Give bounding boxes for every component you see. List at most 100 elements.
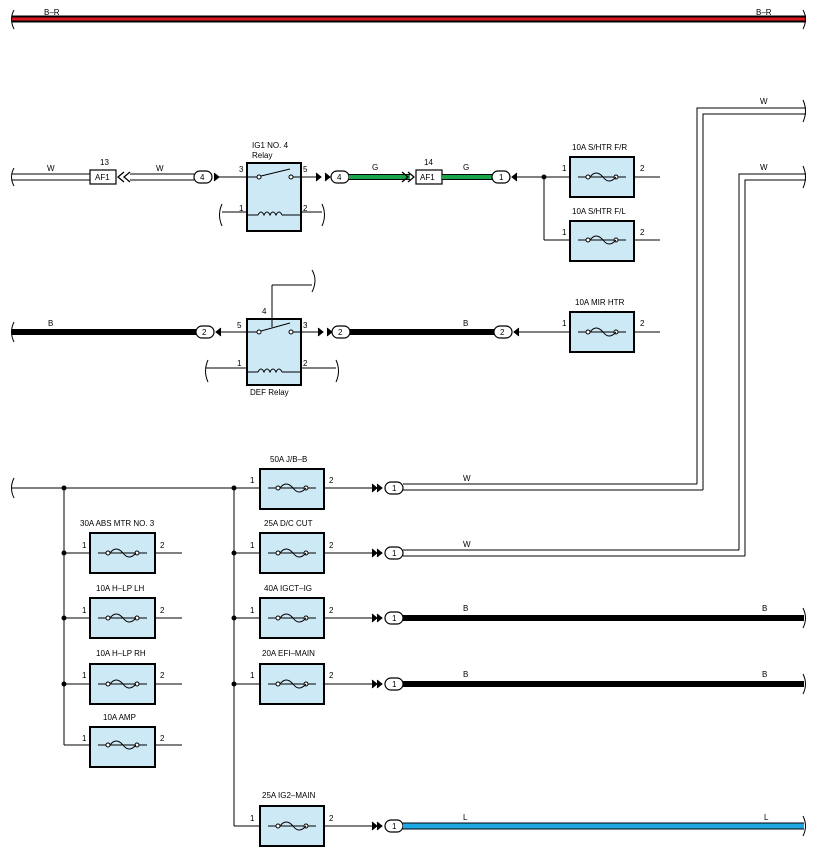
fuse-hlp-lh-label: 10A H–LP LH: [96, 584, 145, 593]
fuse-igct-ig-p1: 1: [250, 606, 255, 615]
def-relay-pin1: 1: [237, 359, 242, 368]
fuse-ig2-main-p2: 2: [329, 814, 334, 823]
pin-2-def-right-label: 2: [500, 328, 505, 337]
ig1-relay: [246, 162, 302, 232]
fuse-mir-htr-p2: 2: [640, 319, 645, 328]
fuse-igct-ig-label: 40A IGCT–IG: [264, 584, 312, 593]
fuse-amp-p2: 2: [160, 734, 165, 743]
fuse-jb-b-p1: 1: [250, 476, 255, 485]
fuse-shtr-fl-p2: 2: [640, 228, 645, 237]
fuse-hlp-rh-p1: 1: [82, 671, 87, 680]
fuse-dc-cut-p1: 1: [250, 541, 255, 550]
fuse-abs-mtr-p1: 1: [82, 541, 87, 550]
pin-2-def-left-label: 2: [202, 328, 207, 337]
fuse-efi-main-group: 20A EFI–MAIN 1 2 1 B B: [231, 649, 806, 705]
wire-label-w-tr1: W: [760, 97, 768, 106]
pin-1-igct-label: 1: [392, 614, 397, 623]
wire-label-b-igct: B: [463, 604, 468, 613]
pin-1-jb: [384, 481, 404, 495]
ig1-relay-title: IG1 NO. 4: [252, 141, 289, 150]
fuse-efi-main-p1: 1: [250, 671, 255, 680]
fuse-efi-main-p2: 2: [329, 671, 334, 680]
fuse-igct-ig-group: 40A IGCT–IG 1 2 1 B B: [231, 584, 806, 639]
def-relay-pin4: 4: [262, 307, 267, 316]
ig1-circuit: W 13 AF1 W 4 IG1 NO. 4 Relay 3 5 1 2: [11, 141, 570, 241]
fuse-hlp-lh-p1: 1: [82, 606, 87, 615]
def-circuit: B 2 DEF Relay 4 5 3 1 2 2 B 2: [11, 269, 570, 397]
pin-2-def-mid-label: 2: [338, 328, 343, 337]
fuse-jb-b: [259, 468, 325, 510]
top-bus-br: B–R B–R: [11, 8, 806, 30]
ig1-relay-pin1: 1: [239, 204, 244, 213]
wire-label-w-dc: W: [463, 540, 471, 549]
fuse-dc-cut-p2: 2: [329, 541, 334, 550]
fuse-shtr-fr-p2: 2: [640, 164, 645, 173]
fuse-abs-mtr-p2: 2: [160, 541, 165, 550]
fuse-jb-b-group: 50A J/B–B 1 2 1 W: [250, 455, 703, 510]
fuse-abs-mtr-label: 30A ABS MTR NO. 3: [80, 519, 155, 528]
def-relay-pin2: 2: [303, 359, 308, 368]
wire-label-b-def-left: B: [48, 319, 53, 328]
fuse-dc-cut-label: 25A D/C CUT: [264, 519, 313, 528]
pin-1-ig2-label: 1: [392, 822, 397, 831]
connector-af1-13: [89, 169, 117, 185]
fuse-efi-main-label: 20A EFI–MAIN: [262, 649, 315, 658]
fuse-mir-htr-group: 10A MIR HTR 1 2: [562, 298, 660, 353]
def-relay: [246, 318, 302, 386]
af1-13-pin: 13: [100, 158, 109, 167]
fuse-mir-htr-p1: 1: [562, 319, 567, 328]
pin-1-ig1: [491, 170, 511, 184]
pin-1-efi-label: 1: [392, 680, 397, 689]
wire-label-w-in: W: [47, 164, 55, 173]
fuse-amp-label: 10A AMP: [103, 713, 136, 722]
pin-4-left: [193, 170, 213, 184]
pin-1-jb-label: 1: [392, 484, 397, 493]
wire-label-w-jb: W: [463, 474, 471, 483]
fuse-shtr-fl-label: 10A S/HTR F/L: [572, 207, 626, 216]
fuse-shtr-fr-label: 10A S/HTR F/R: [572, 143, 627, 152]
fuse-igct-ig-p2: 2: [329, 606, 334, 615]
wire-label-w-mid: W: [156, 164, 164, 173]
af1-13-name: AF1: [95, 173, 110, 182]
ig1-relay-pin3: 3: [239, 165, 244, 174]
fuse-hlp-lh-group: 10A H–LP LH 1 2: [61, 584, 182, 639]
wire-label-l-ig2-end: L: [764, 813, 769, 822]
fuse-dc-cut-group: 25A D/C CUT 1 2 1 W: [231, 519, 745, 574]
pin-2-def-left: [195, 325, 215, 339]
fuse-shtr-fr-group: 10A S/HTR F/R 1 2: [562, 143, 660, 198]
fuse-mir-htr-label: 10A MIR HTR: [575, 298, 625, 307]
pin-4-right-label: 4: [337, 173, 342, 182]
pin-1-dc-label: 1: [392, 549, 397, 558]
top-bus-left-label: B–R: [44, 8, 60, 17]
fuse-hlp-rh-label: 10A H–LP RH: [96, 649, 146, 658]
wire-label-b-efi: B: [463, 670, 468, 679]
fuse-ig2-main-label: 25A IG2–MAIN: [262, 791, 316, 800]
fuse-hlp-lh-p2: 2: [160, 606, 165, 615]
fuse-shtr-fr-p1: 1: [562, 164, 567, 173]
pin-4-left-label: 4: [200, 173, 205, 182]
def-relay-pin5: 5: [237, 321, 242, 330]
fuse-hlp-rh-group: 10A H–LP RH 1 2: [61, 649, 182, 705]
def-relay-pin3: 3: [303, 321, 308, 330]
af1-14-name: AF1: [420, 173, 435, 182]
ig1-relay-subtitle: Relay: [252, 151, 272, 160]
wire-label-w-tr2: W: [760, 163, 768, 172]
wire-label-b-def-mid: B: [463, 319, 468, 328]
wire-label-b-efi-end: B: [762, 670, 767, 679]
fuse-shtr-fl-p1: 1: [562, 228, 567, 237]
wire-label-g1: G: [372, 163, 378, 172]
wire-label-g2: G: [463, 163, 469, 172]
wire-label-l-ig2: L: [463, 813, 468, 822]
fuse-ig2-main-p1: 1: [250, 814, 255, 823]
ig1-relay-pin2: 2: [303, 204, 308, 213]
fuse-amp-p1: 1: [82, 734, 87, 743]
fuse-amp-group: 10A AMP 1 2: [64, 713, 182, 768]
fuse-ig2-main-group: 25A IG2–MAIN 1 2 1 L L: [234, 791, 806, 847]
fuse-jb-b-p2: 2: [329, 476, 334, 485]
pin-1-dc: [384, 546, 404, 560]
def-relay-title: DEF Relay: [250, 388, 289, 397]
fuse-abs-mtr-group: 30A ABS MTR NO. 3 1 2: [61, 519, 182, 574]
pin-2-def-right: [493, 325, 513, 339]
fuse-shtr-fl-group: 10A S/HTR F/L 1 2: [562, 207, 660, 262]
